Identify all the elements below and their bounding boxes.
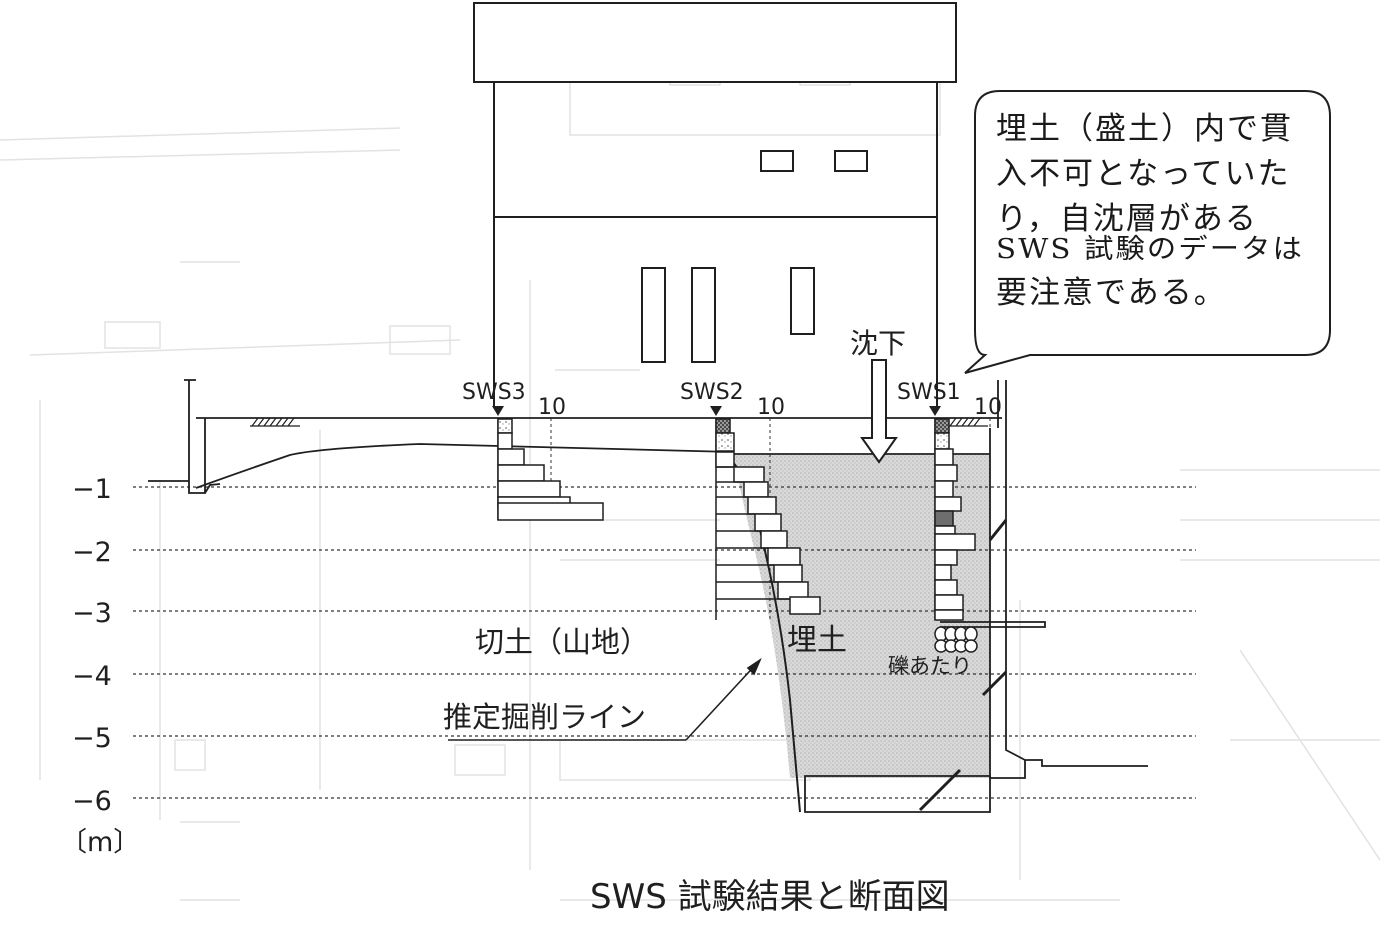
ground-curve-line: [195, 443, 734, 489]
depth-axis: −1 −2 −3 −4 −5 −6 〔m〕: [60, 474, 140, 858]
sws3-log: [497, 418, 604, 521]
fill-soil-area: [733, 455, 990, 778]
house-window: [760, 150, 794, 172]
fill-soil-label: 埋土: [787, 623, 847, 658]
grass-hatch: [250, 417, 300, 427]
house-window: [641, 267, 666, 363]
excavation-line-label: 推定掘削ライン: [443, 700, 646, 734]
depth-tick-label: −2: [72, 537, 112, 568]
gravel-label: 礫あたり: [888, 654, 972, 678]
callout-line: り，自沈層がある: [996, 201, 1258, 237]
left-retaining-wall: [148, 379, 221, 494]
sws2-marker-icon: [710, 406, 722, 416]
callout-bubble: [964, 90, 1331, 374]
depth-tick-label: −3: [72, 598, 112, 629]
gravel-symbols: [934, 626, 978, 653]
house-window: [691, 267, 716, 363]
sws1-top-cell: [934, 418, 950, 434]
cut-soil-label: 切土（山地）: [475, 625, 649, 659]
soil-labels: 沈下 切土（山地） 埋土 礫あたり 推定掘削ライン: [443, 327, 972, 734]
sws-labels: SWS3 10 SWS2 10 SWS1 10: [462, 380, 1002, 420]
settlement-arrow-icon: [860, 359, 898, 464]
sws1-log: [934, 418, 976, 621]
house-window: [790, 267, 815, 335]
depth-gridlines: [133, 486, 1196, 799]
sws2-log: [715, 418, 821, 620]
sws-markers: [492, 406, 941, 416]
excavation-leader: [448, 657, 762, 741]
sws2-label: SWS2: [680, 380, 744, 405]
grass-hatch-right: [945, 417, 988, 427]
sws2-scale-label: 10: [757, 395, 785, 420]
foundation-block: [804, 775, 991, 813]
depth-unit-label: 〔m〕: [60, 827, 140, 858]
callout-line: 要注意である。: [996, 275, 1227, 311]
depth-tick-label: −1: [72, 474, 112, 505]
callout-line: 入不可となっていた: [996, 156, 1291, 192]
house-roof: [473, 2, 957, 83]
sws1-scale-label: 10: [974, 395, 1002, 420]
callout-line: SWS 試験のデータは: [996, 234, 1304, 265]
depth-tick-label: −6: [72, 786, 112, 817]
sws1-label: SWS1: [897, 380, 961, 405]
sws3-top-cell: [497, 418, 513, 434]
sws3-label: SWS3: [462, 380, 526, 405]
house: [473, 2, 957, 408]
sws3-scale-label: 10: [538, 395, 566, 420]
settlement-label: 沈下: [850, 327, 906, 360]
house-walls: [493, 82, 938, 408]
ground-profile: [148, 379, 1148, 813]
house-window: [834, 150, 868, 172]
depth-tick-label: −4: [72, 661, 112, 692]
sws1-marker-icon: [929, 406, 941, 416]
right-retaining-wall: [989, 380, 1148, 779]
callout-text: 埋土（盛土）内で貫 入不可となっていた り，自沈層がある SWS 試験のデータは…: [996, 111, 1304, 311]
callout-line: 埋土（盛土）内で貫: [996, 111, 1293, 147]
gravel-footing: [940, 621, 1046, 628]
figure-caption: SWS 試験結果と断面図: [590, 877, 950, 917]
sws3-marker-icon: [492, 406, 504, 416]
sws2-top-cell: [715, 418, 731, 434]
depth-tick-label: −5: [72, 723, 112, 754]
wall-slash-marks: [918, 519, 1008, 812]
